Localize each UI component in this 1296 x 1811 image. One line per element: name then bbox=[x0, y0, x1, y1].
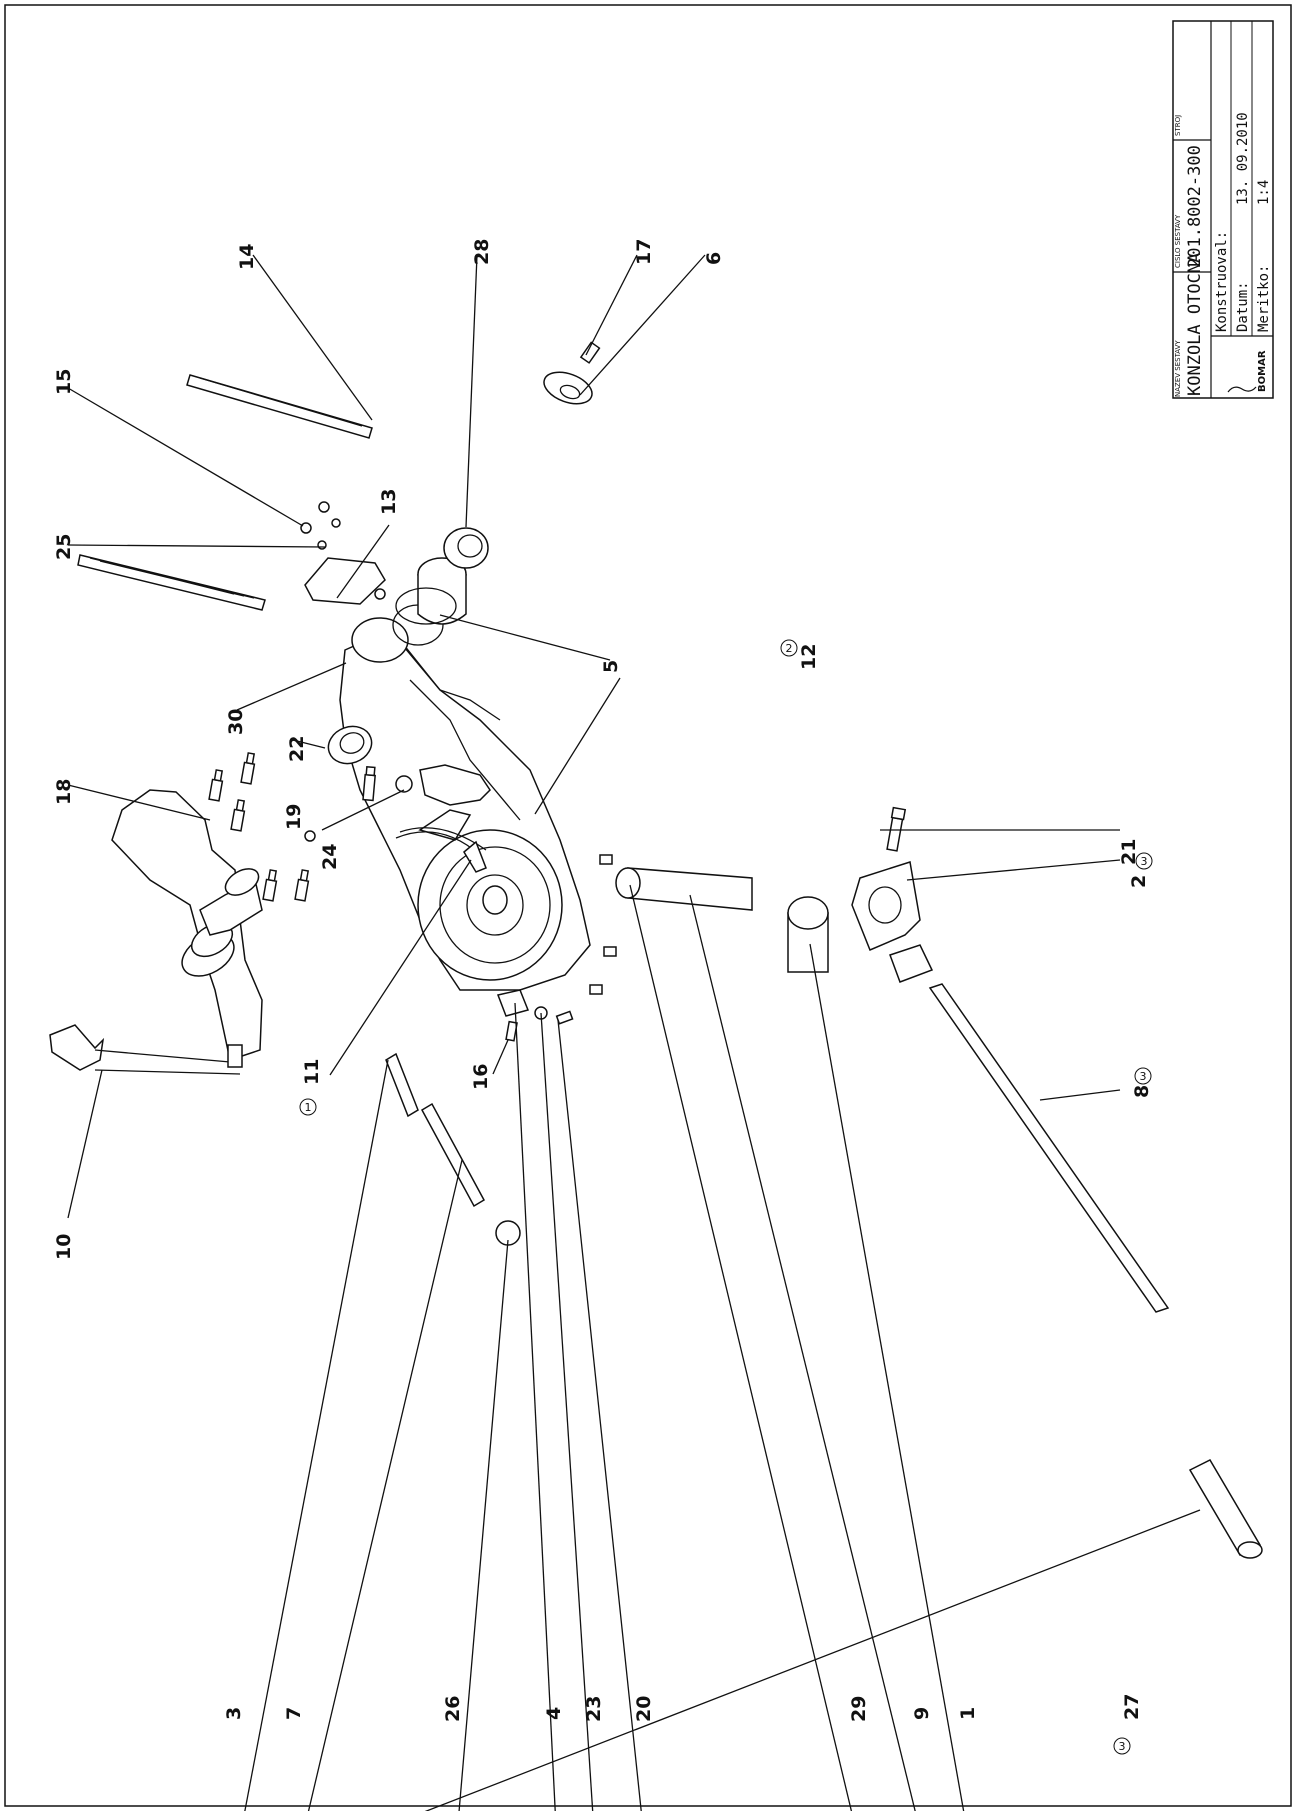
svg-text:BOMAR: BOMAR bbox=[1257, 350, 1268, 392]
part-25-spring bbox=[77, 554, 266, 611]
part-6-cap bbox=[543, 371, 593, 405]
part-8-rod bbox=[928, 983, 1170, 1313]
label-14: 14 bbox=[236, 244, 258, 270]
label-26: 26 bbox=[442, 1696, 464, 1722]
part-16-screw bbox=[505, 1020, 518, 1042]
label-30: 30 bbox=[225, 709, 247, 735]
part-13-plate bbox=[304, 557, 386, 605]
label-12: 12 bbox=[798, 644, 820, 670]
label-19: 19 bbox=[283, 804, 305, 830]
label-24: 24 bbox=[319, 844, 341, 870]
part-24-nut bbox=[395, 775, 413, 793]
part-4-block bbox=[496, 989, 530, 1017]
label-6: 6 bbox=[703, 252, 725, 265]
assembly-name: KONZOLA OTOCNA bbox=[1185, 253, 1205, 396]
assembly-number-caption: CISLO SESTAVY bbox=[1174, 214, 1182, 268]
label-18: 18 bbox=[53, 779, 75, 805]
circled-notes: 1 2 3 3 3 bbox=[299, 639, 1153, 1755]
label-5: 5 bbox=[600, 660, 622, 673]
label-15: 15 bbox=[53, 369, 75, 395]
label-11: 11 bbox=[301, 1059, 323, 1085]
part-1-sleeve bbox=[787, 896, 829, 973]
bomar-logo: BOMAR bbox=[1227, 350, 1268, 393]
part-28-bearing bbox=[443, 527, 489, 569]
part-14-spring bbox=[186, 374, 373, 439]
date-label: Datum: bbox=[1235, 281, 1251, 332]
label-3: 3 bbox=[223, 1707, 245, 1720]
part-18-screws bbox=[208, 752, 310, 902]
part-3-pin bbox=[385, 1052, 419, 1118]
label-16: 16 bbox=[470, 1064, 492, 1090]
label-13: 13 bbox=[378, 489, 400, 515]
scale-value: 1:4 bbox=[1256, 180, 1272, 205]
part-22-bolt bbox=[362, 765, 376, 802]
scale-label: Meritko: bbox=[1256, 265, 1272, 332]
label-29: 29 bbox=[848, 1696, 870, 1722]
label-25: 25 bbox=[53, 534, 75, 560]
note-12: 2 bbox=[786, 642, 793, 655]
part-21-bolt bbox=[886, 806, 907, 852]
label-1: 1 bbox=[957, 1707, 979, 1720]
clamp-block bbox=[419, 764, 491, 806]
note-2: 3 bbox=[1141, 855, 1148, 868]
label-7: 7 bbox=[283, 1707, 305, 1720]
part-22-bearing bbox=[327, 725, 373, 765]
label-22: 22 bbox=[286, 736, 308, 762]
drum-screws bbox=[589, 854, 617, 995]
label-23: 23 bbox=[583, 1696, 605, 1722]
label-10: 10 bbox=[53, 1234, 75, 1260]
note-27: 3 bbox=[1119, 1740, 1126, 1753]
part-20-screw bbox=[555, 1010, 574, 1025]
machine-caption: STROJ bbox=[1174, 115, 1182, 136]
part-9-shaft bbox=[615, 867, 753, 911]
part-5-bushing bbox=[395, 557, 467, 625]
sheet-border bbox=[4, 4, 1292, 1807]
leader-lines bbox=[67, 254, 1201, 1811]
part-10-bracket bbox=[49, 789, 263, 1075]
designer-label: Konstruoval: bbox=[1214, 231, 1230, 332]
title-block: NAZEV SESTAVY KONZOLA OTOCNA CISLO SESTA… bbox=[1172, 20, 1274, 399]
part-27-pin bbox=[1188, 1459, 1263, 1559]
part-labels: 10 15 25 18 14 19 22 30 24 11 13 28 16 5… bbox=[53, 239, 1153, 1722]
assembly-name-caption: NAZEV SESTAVY bbox=[1174, 340, 1182, 397]
label-2: 2 bbox=[1128, 875, 1150, 888]
label-27: 27 bbox=[1121, 1694, 1143, 1720]
part-17-screw bbox=[579, 341, 601, 364]
label-21: 21 bbox=[1118, 839, 1140, 865]
part-2-clamp bbox=[851, 861, 934, 983]
note-11: 1 bbox=[305, 1101, 312, 1114]
assembly-number: 201.8002-300 bbox=[1185, 145, 1205, 268]
part-11-band-end bbox=[463, 840, 487, 873]
label-8: 8 bbox=[1131, 1085, 1153, 1098]
part-19-nut bbox=[304, 830, 316, 842]
note-8: 3 bbox=[1140, 1070, 1147, 1083]
date-value: 13. 09.2010 bbox=[1235, 112, 1251, 205]
label-28: 28 bbox=[471, 239, 493, 265]
label-9: 9 bbox=[911, 1707, 933, 1720]
label-4: 4 bbox=[543, 1707, 565, 1720]
part-7-pin bbox=[420, 1102, 486, 1208]
label-17: 17 bbox=[633, 239, 655, 265]
label-20: 20 bbox=[633, 1696, 655, 1722]
